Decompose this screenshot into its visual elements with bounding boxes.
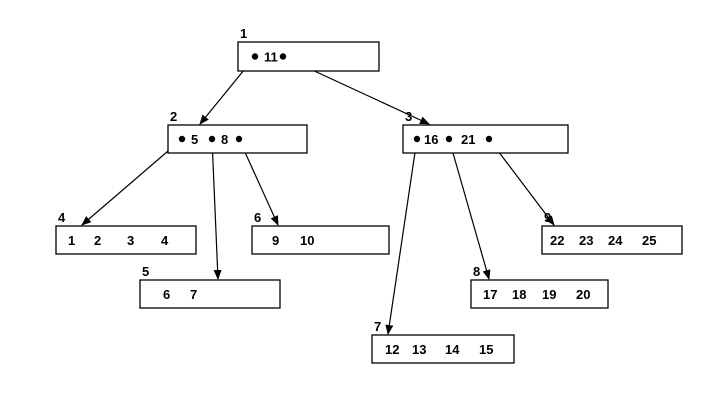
node-key: 9	[272, 233, 279, 248]
tree-node-7: 7 12 13 14 15	[371, 319, 515, 364]
node-key: 3	[127, 233, 134, 248]
node-box-9	[541, 225, 683, 255]
node-number-label: 3	[405, 109, 412, 124]
node-box-6	[251, 225, 390, 255]
tree-node-8: 817 18 19 20	[470, 264, 609, 309]
node-key: 7	[190, 287, 197, 302]
node-key: 23	[579, 233, 593, 248]
node-number-label: 5	[142, 264, 149, 279]
tree-node-3: 3 16 21	[402, 109, 569, 154]
tree-node-2: 25 8	[167, 109, 308, 154]
node-key: 11	[264, 50, 278, 65]
node-box-8	[470, 279, 609, 309]
node-key: 6	[163, 287, 170, 302]
node-key: 13	[412, 342, 426, 357]
node-number-label: 4	[58, 210, 66, 225]
node-number-label: 7	[374, 319, 381, 334]
pointer-dot	[178, 135, 186, 143]
pointer-dot	[445, 135, 453, 143]
node-key: 12	[385, 342, 399, 357]
pointer-dot	[485, 135, 493, 143]
node-key: 18	[512, 287, 526, 302]
node-key: 15	[479, 342, 493, 357]
node-key: 22	[550, 233, 564, 248]
node-key: 17	[483, 287, 497, 302]
tree-node-6: 69 10	[251, 210, 390, 255]
pointer-dot	[413, 135, 421, 143]
node-number-label: 9	[544, 210, 551, 225]
node-key: 5	[191, 132, 198, 147]
node-key: 2	[94, 233, 101, 248]
node-box-7	[371, 334, 515, 364]
node-key: 19	[542, 287, 556, 302]
node-box-4	[55, 225, 197, 255]
node-number-label: 2	[170, 109, 177, 124]
node-key: 1	[68, 233, 75, 248]
edge-arrow-2-4	[81, 138, 183, 226]
pointer-dot	[279, 53, 287, 60]
node-number-label: 8	[473, 264, 480, 279]
node-key: 25	[642, 233, 656, 248]
edge-arrow-3-8	[448, 138, 491, 280]
pointer-dot	[208, 135, 216, 143]
node-box-5	[139, 279, 281, 309]
node-number-label: 1	[240, 26, 247, 41]
node-number-label: 6	[254, 210, 261, 225]
node-box-3	[402, 124, 569, 154]
tree-node-5: 56 7	[139, 264, 281, 309]
node-key: 14	[445, 342, 460, 357]
node-key: 8	[221, 132, 228, 147]
node-box-1	[237, 41, 380, 72]
node-key: 20	[576, 287, 590, 302]
node-key: 24	[608, 233, 623, 248]
tree-node-9: 9 22 23 24 25	[541, 210, 683, 255]
edge-arrow-2-5	[211, 138, 222, 280]
node-key: 16	[424, 132, 438, 147]
pointer-dot	[251, 53, 259, 60]
edge-arrow-3-7	[385, 138, 418, 335]
node-key: 4	[161, 233, 169, 248]
pointer-dot	[235, 135, 243, 143]
node-key: 10	[300, 233, 314, 248]
tree-node-1: 111	[237, 26, 380, 72]
node-key: 21	[461, 132, 475, 147]
